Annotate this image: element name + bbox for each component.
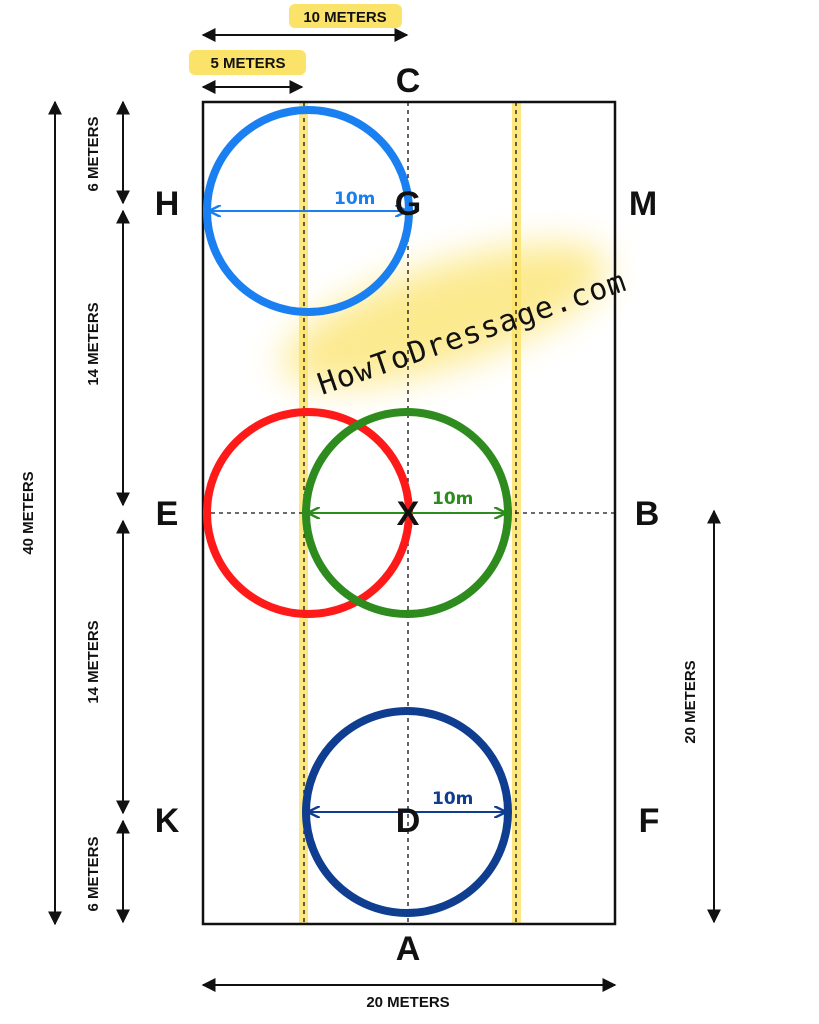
letter-d: D <box>396 802 421 840</box>
svg-text:20 METERS: 20 METERS <box>682 660 699 743</box>
svg-text:40 METERS: 40 METERS <box>20 471 37 554</box>
dimension-left-seg-3: 14 METERS <box>85 519 130 815</box>
svg-text:5 METERS: 5 METERS <box>210 55 285 72</box>
svg-text:6 METERS: 6 METERS <box>85 116 102 191</box>
dimension-10-meters: 10 METERS <box>201 4 409 42</box>
dimension-40-meters: 40 METERS <box>20 100 62 926</box>
svg-text:20 METERS: 20 METERS <box>366 994 449 1011</box>
dimension-left-seg-4: 6 METERS <box>85 819 130 924</box>
letter-a: A <box>396 930 421 968</box>
svg-text:14 METERS: 14 METERS <box>85 302 102 385</box>
green-diameter-label: 10m <box>432 489 473 509</box>
light-blue-circle <box>203 106 413 316</box>
letter-x: X <box>397 495 420 533</box>
letter-m: M <box>629 185 657 223</box>
svg-text:14 METERS: 14 METERS <box>85 620 102 703</box>
dimension-left-seg-1: 6 METERS <box>85 100 130 205</box>
dimension-20-meters-width: 20 METERS <box>201 978 617 1011</box>
green-circle <box>302 408 512 618</box>
dimension-left-seg-2: 14 METERS <box>85 209 130 507</box>
letter-g: G <box>395 185 421 223</box>
watermark-highlight <box>282 244 608 386</box>
letter-e: E <box>156 495 179 533</box>
navy-diameter-label: 10m <box>432 789 473 809</box>
letter-b: B <box>635 495 660 533</box>
letter-k: K <box>155 802 180 840</box>
letter-f: F <box>639 802 660 840</box>
svg-text:6 METERS: 6 METERS <box>85 836 102 911</box>
dimension-20-meters-half: 20 METERS <box>682 509 721 924</box>
dimension-5-meters: 5 METERS <box>189 50 306 94</box>
letter-h: H <box>155 185 180 223</box>
letter-c: C <box>396 62 421 100</box>
light-blue-diameter-label: 10m <box>334 189 375 209</box>
svg-text:10 METERS: 10 METERS <box>303 9 386 26</box>
navy-circle <box>302 707 512 917</box>
